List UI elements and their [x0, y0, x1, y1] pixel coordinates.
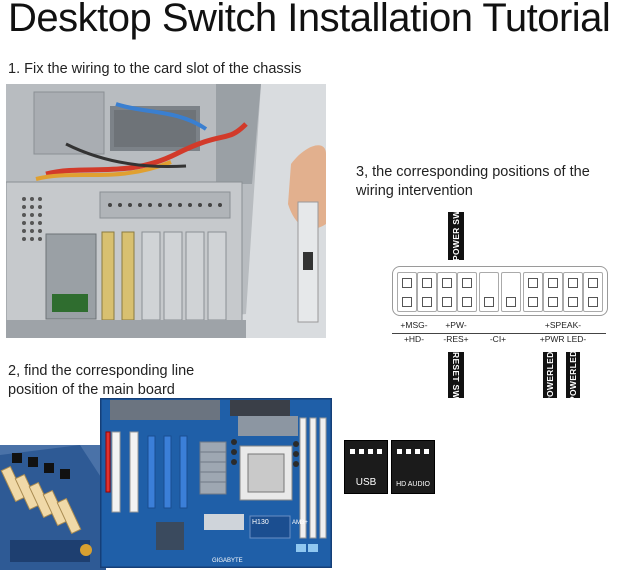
pin-label: -CI+: [489, 334, 507, 344]
hd-audio-label: HD AUDIO: [396, 481, 430, 488]
pin-label: -RES+: [443, 334, 469, 344]
usb-connector-icon: USB: [344, 440, 388, 494]
motherboard-photo: H130 AM3+ GIGABYTE: [100, 398, 332, 568]
pin-pair: [501, 272, 521, 312]
pin-label: +PW-: [445, 320, 467, 330]
powerled-minus-label: POWERLED-: [566, 347, 580, 403]
reset-sw-label: RESET SW: [448, 352, 464, 398]
chassis-photo: [6, 84, 326, 338]
pin-label: [476, 320, 520, 333]
pin-pair: [417, 272, 437, 312]
board-model-text: H130: [252, 519, 269, 526]
pin-label-row-bottom: +HD- -RES+ -CI+ +PWR LED-: [392, 334, 606, 347]
pin-pair: [479, 272, 499, 312]
pin-label: +PWR LED-: [539, 334, 587, 344]
pin-pair: [457, 272, 477, 312]
powerled-plus-label: POWERLED+: [543, 346, 557, 404]
pin-pair: [583, 272, 603, 312]
pin-pair: [397, 272, 417, 312]
pin-pair: [523, 272, 543, 312]
connector-closeup-photo: [0, 445, 106, 570]
pin-label: +SPEAK-: [544, 320, 582, 330]
step-2-text: 2, find the corresponding line position …: [8, 363, 195, 398]
power-sw-label: POWER SW: [448, 211, 464, 261]
board-socket-text: AM3+: [292, 520, 308, 526]
pin-label: +HD-: [403, 334, 425, 344]
step-1-text: 1. Fix the wiring to the card slot of th…: [8, 61, 302, 77]
pin-pair: [543, 272, 563, 312]
pin-pair: [563, 272, 583, 312]
pin-pair: [437, 272, 457, 312]
hd-audio-connector-icon: HD AUDIO: [391, 440, 435, 494]
page-title: Desktop Switch Installation Tutorial: [8, 0, 611, 40]
step-3-text: 3, the corresponding positions of the wi…: [356, 164, 590, 199]
pin-label-row-top: +MSG- +PW- +SPEAK-: [392, 320, 606, 334]
usb-label: USB: [355, 477, 377, 488]
front-panel-header-diagram: [392, 266, 608, 316]
pin-label: +MSG-: [400, 320, 428, 330]
board-brand-text: GIGABYTE: [212, 558, 243, 564]
